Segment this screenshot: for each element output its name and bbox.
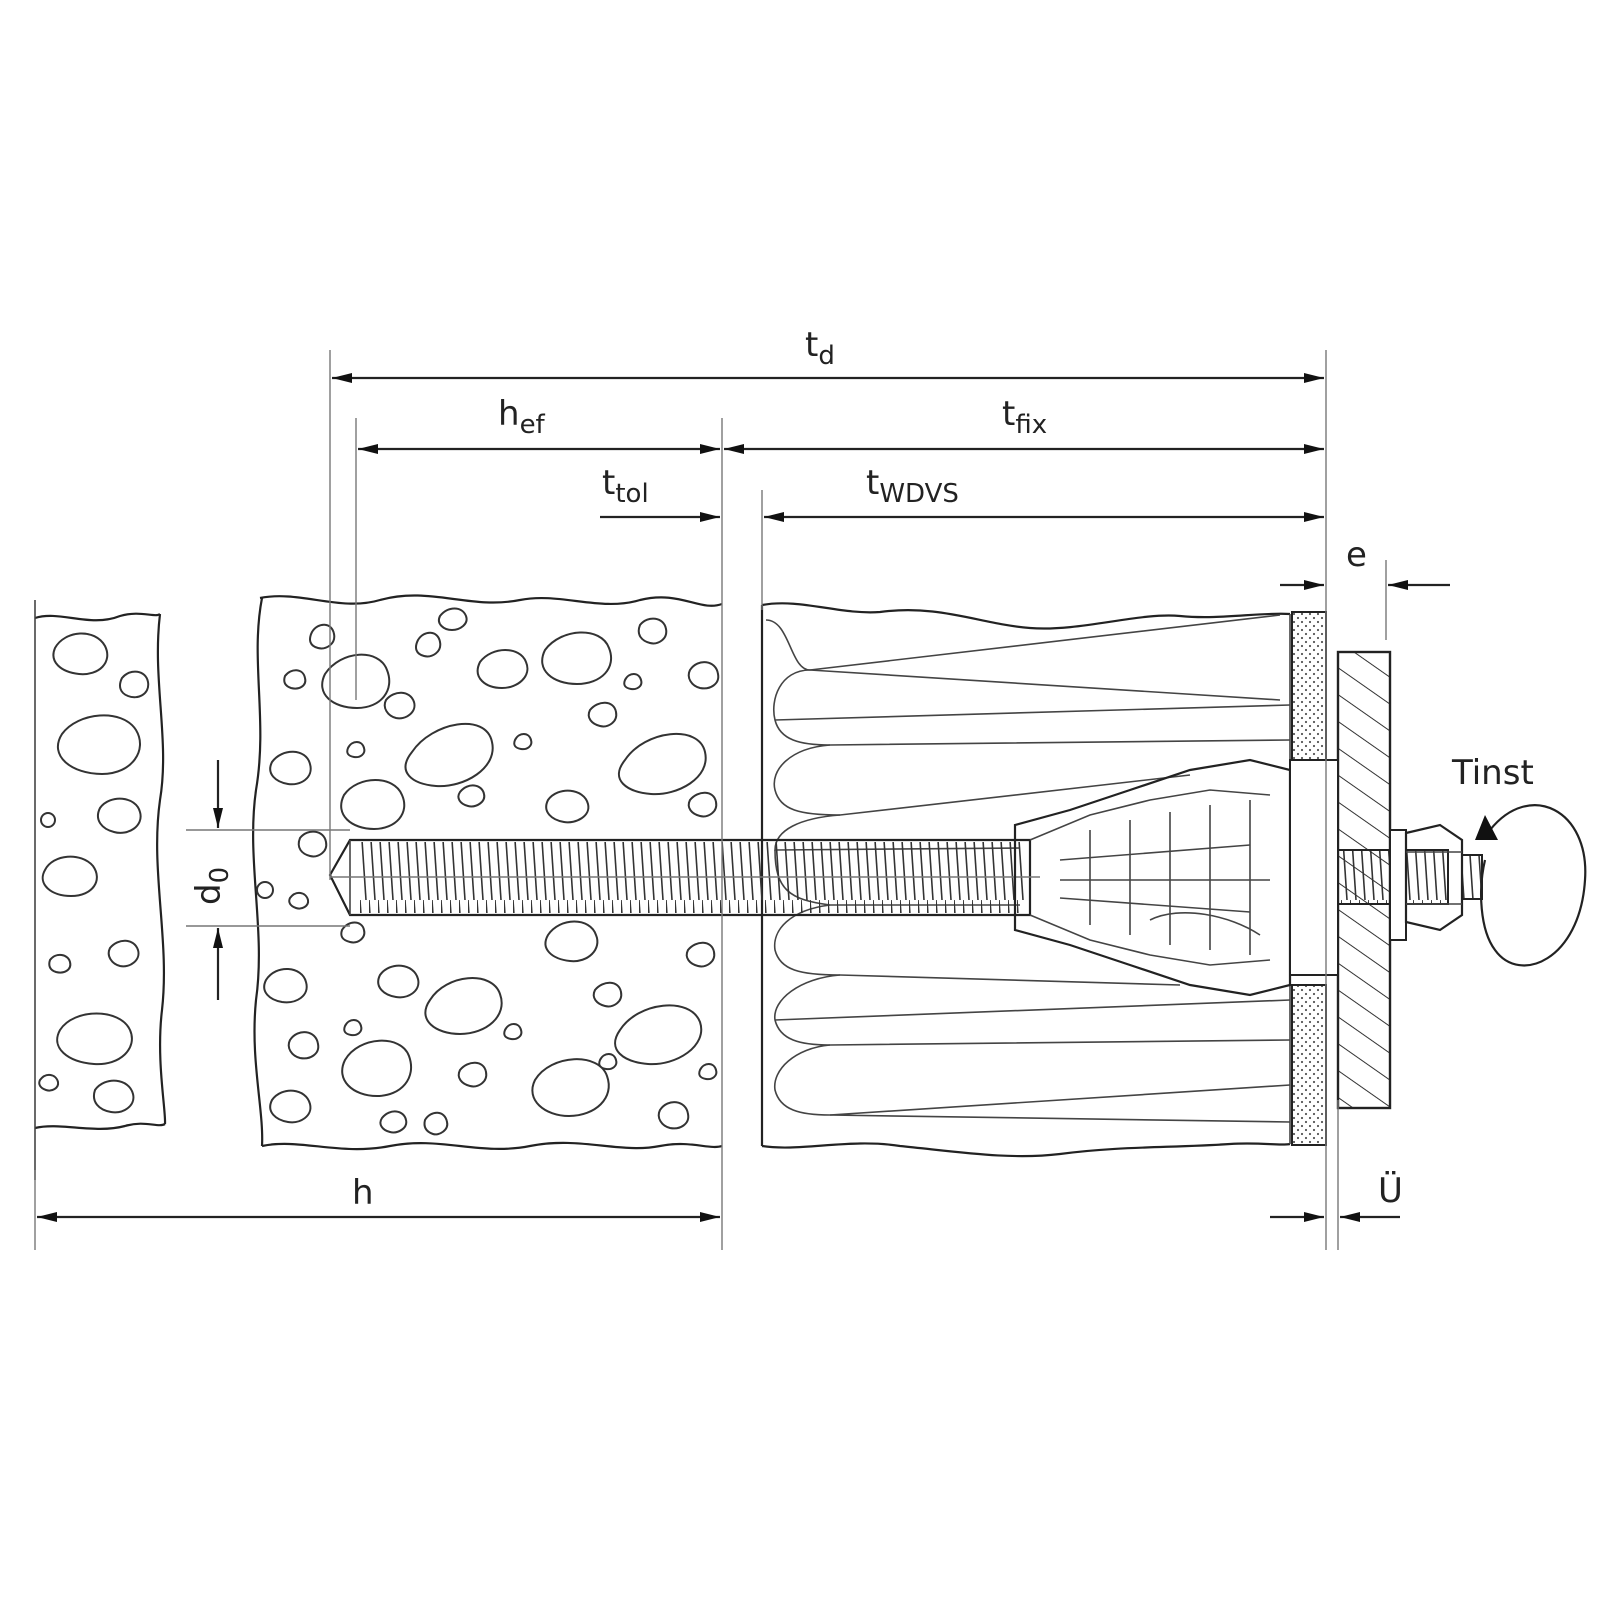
- label-e: e: [1346, 535, 1367, 575]
- nut-assembly: [1337, 823, 1483, 941]
- label-ttol: ttol: [602, 463, 649, 509]
- label-h: h: [352, 1173, 374, 1213]
- plaster-layer: [1291, 611, 1327, 1146]
- label-hef: hef: [498, 394, 546, 440]
- dimension-lines: [37, 373, 1450, 1222]
- label-tfix: tfix: [1002, 394, 1047, 440]
- label-tinst: Tinst: [1451, 753, 1534, 793]
- label-ue: Ü: [1378, 1170, 1403, 1211]
- label-twdvs: tWDVS: [866, 463, 959, 509]
- anchor-rod: [328, 838, 1040, 917]
- label-d0: d0: [189, 867, 235, 905]
- wall-fragment-left: [34, 600, 167, 1180]
- expansion-sleeve: [1013, 758, 1339, 997]
- label-td: td: [805, 325, 835, 371]
- extension-lines: [34, 350, 1387, 1250]
- torque-indicator: [1475, 804, 1587, 967]
- insulation-layer: [760, 602, 1291, 1158]
